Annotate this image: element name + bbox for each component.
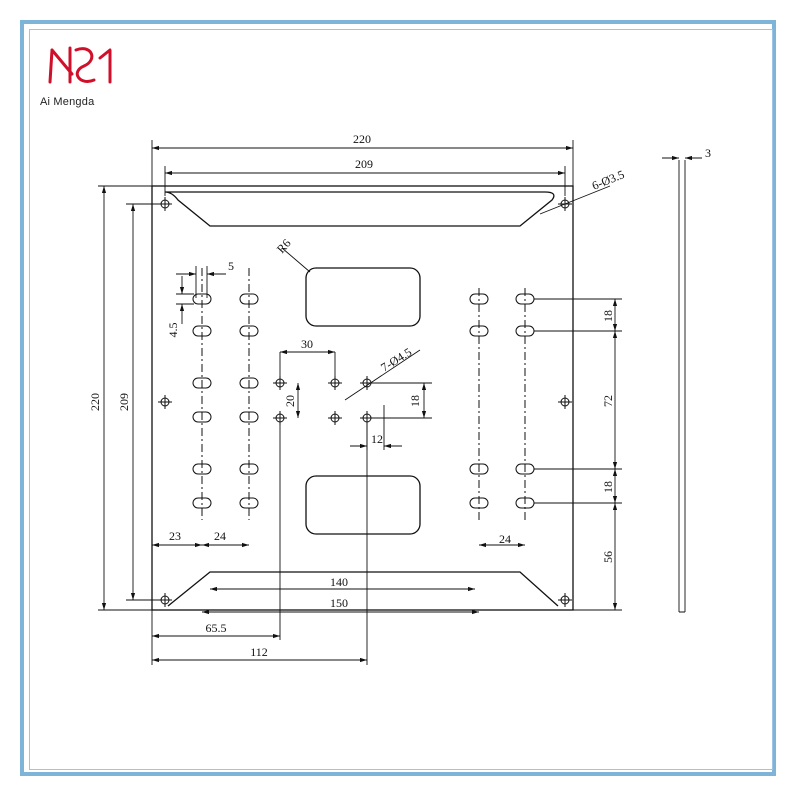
dim-hole-spacing-x: 30 (301, 337, 313, 351)
dim-209-top: 209 (355, 157, 373, 171)
outer-frame (20, 20, 776, 776)
dim-slot-mid-gap: 72 (601, 395, 615, 407)
dim-window-radius: R6 (274, 236, 294, 256)
center-holes (273, 376, 374, 425)
brand-name: Ai Mengda (40, 96, 95, 108)
am-monogram-icon (48, 46, 112, 84)
dim-center-holes: 7-Ø4.5 (378, 345, 414, 375)
dim-corner-holes: 6-Ø3.5 (590, 167, 626, 193)
dim-bottom-150: 150 (330, 596, 348, 610)
dim-slot-pitch-right: 24 (499, 532, 511, 546)
dim-edge-left: 23 (169, 529, 181, 543)
dim-slot-length: 4.5 (166, 323, 180, 338)
dim-slot-pitch-left: 24 (214, 529, 226, 543)
dim-slot-top-gap: 18 (601, 310, 615, 322)
dim-hole-offset-y: 18 (408, 395, 422, 407)
dim-thickness: 3 (705, 146, 711, 160)
dim-slot-low-gap: 18 (601, 481, 615, 493)
dim-220-top: 220 (353, 132, 371, 146)
slot-columns (192, 268, 535, 520)
dim-hole-offset-x: 12 (371, 432, 383, 446)
window-cutouts (305, 267, 421, 535)
dim-220-left: 220 (88, 393, 102, 411)
dim-slot-bottom-gap: 56 (601, 551, 615, 563)
dim-bottom-140: 140 (330, 575, 348, 589)
dim-bottom-112: 112 (250, 645, 268, 659)
dim-hole-spacing-y: 20 (283, 395, 297, 407)
dim-bottom-65-5: 65.5 (206, 621, 227, 635)
dim-209-left: 209 (117, 393, 131, 411)
dim-slot-width: 5 (228, 259, 234, 273)
dimension-lines (98, 140, 702, 665)
inner-frame (29, 29, 773, 770)
plate-outline (151, 185, 574, 611)
